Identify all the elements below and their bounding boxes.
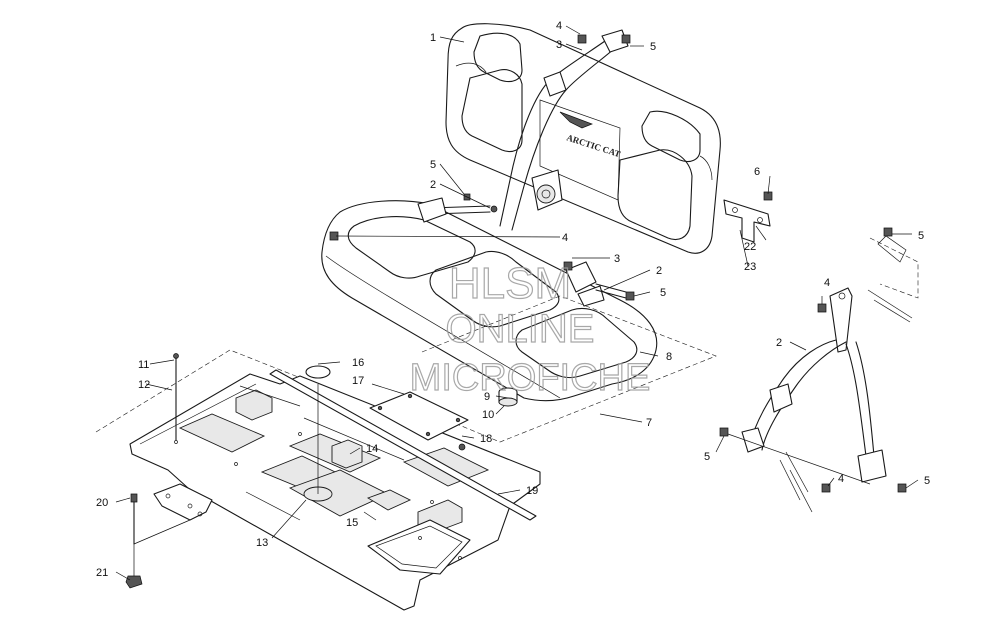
callout-12: 12: [138, 379, 150, 391]
seat-backrest: ARCTIC CAT: [445, 23, 721, 254]
watermark: HLSM ONLINE MICROFICHE: [409, 258, 651, 399]
callout-6: 6: [754, 166, 760, 178]
callout-13: 13: [256, 537, 268, 549]
callout-5: 5: [924, 475, 930, 487]
callout-15: 15: [346, 517, 358, 529]
callout-22: 22: [744, 241, 756, 253]
callout-4: 4: [562, 232, 568, 244]
weather-strip: [269, 369, 537, 521]
callout-2: 2: [430, 179, 436, 191]
callout-4: 4: [824, 277, 830, 289]
callout-19: 19: [526, 485, 538, 497]
callout-11: 11: [138, 359, 149, 371]
assembly-outline: [403, 295, 717, 443]
seat-bracket: [723, 199, 771, 243]
callout-2: 2: [776, 337, 782, 349]
callout-5: 5: [430, 159, 436, 171]
callout-16: 16: [352, 357, 364, 369]
callout-numbers: 1 4 3 5 5 2 6 4 22 23 5 3 2 4 5 2 8 11 1…: [96, 20, 930, 579]
callout-9: 9: [484, 391, 490, 403]
callout-3: 3: [614, 253, 620, 265]
callout-1: 1: [430, 32, 436, 44]
callout-23: 23: [744, 261, 756, 273]
callout-4: 4: [838, 473, 844, 485]
callout-17: 17: [352, 375, 364, 387]
callout-8: 8: [666, 351, 672, 363]
callout-2: 2: [656, 265, 662, 277]
fasteners: [173, 34, 773, 451]
access-cover: [369, 391, 469, 441]
callout-4: 4: [556, 20, 562, 32]
callout-5: 5: [650, 41, 656, 53]
center-seat-belt: [417, 29, 629, 307]
callout-18: 18: [480, 433, 492, 445]
watermark-line-3: MICROFICHE: [410, 357, 651, 399]
callout-21: 21: [96, 567, 108, 579]
side-seat-belt: [719, 227, 919, 513]
leader-lines: [115, 25, 919, 581]
callout-3: 3: [556, 39, 562, 51]
watermark-line-2: ONLINE: [446, 307, 595, 351]
callout-20: 20: [96, 497, 108, 509]
watermark-line-1: HLSM: [449, 259, 571, 308]
callout-10: 10: [482, 409, 494, 421]
callout-5: 5: [660, 287, 666, 299]
callout-7: 7: [646, 417, 652, 429]
grommet: [498, 387, 518, 407]
callout-5: 5: [918, 230, 924, 242]
hardware-bracket: [125, 483, 213, 589]
callout-14: 14: [366, 443, 378, 455]
seal-plug: [305, 365, 331, 379]
callout-5: 5: [704, 451, 710, 463]
